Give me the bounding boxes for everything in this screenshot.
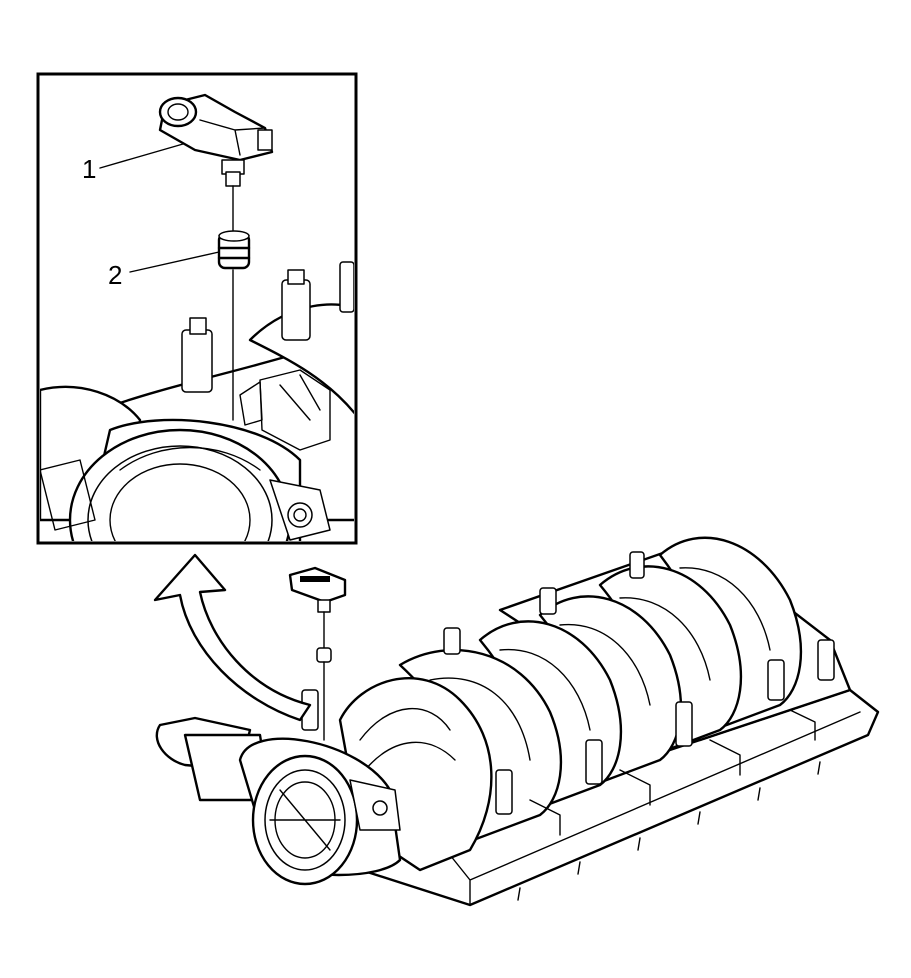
map-sensor <box>158 93 274 233</box>
callout-label-2: 2 <box>108 260 122 290</box>
detail-inset: 1 2 <box>36 72 358 545</box>
fuel-injector-bosses <box>301 551 835 815</box>
zoom-arrow <box>153 553 312 722</box>
callout-label-1: 1 <box>82 154 96 184</box>
callout-1: 1 <box>82 143 184 184</box>
throttle-body <box>155 716 402 886</box>
map-sensor-seal <box>217 230 251 421</box>
intake-manifold-assembly <box>155 536 880 907</box>
callout-2: 2 <box>108 251 220 290</box>
map-sensor-main <box>288 566 347 741</box>
